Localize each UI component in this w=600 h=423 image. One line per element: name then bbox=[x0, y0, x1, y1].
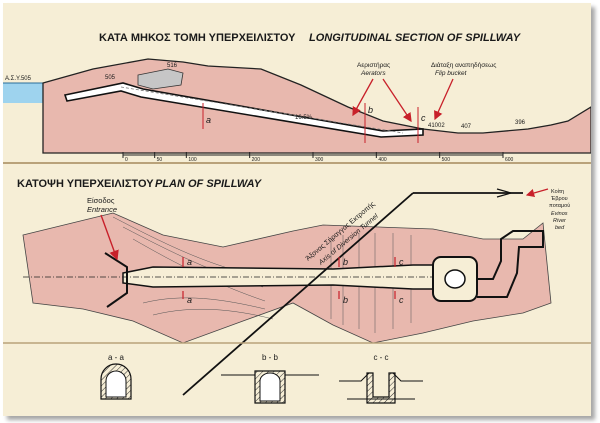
cross-section-bb-label: b - b bbox=[262, 353, 279, 362]
diversion-tunnel-axis bbox=[182, 192, 414, 396]
spillway-channel bbox=[63, 82, 424, 138]
aerators-label-english: Aerators bbox=[360, 70, 386, 77]
cross-section-aa bbox=[100, 363, 132, 400]
cut-mark-a: a bbox=[206, 115, 211, 125]
shaft-opening bbox=[444, 269, 466, 289]
scale-tick-label: 500 bbox=[442, 157, 451, 163]
scale-tick-label: 400 bbox=[378, 157, 387, 163]
level-label: Α.Σ.Υ.505 bbox=[5, 76, 32, 82]
scale-tick-label: 0 bbox=[125, 157, 128, 163]
cut-mark-b: b bbox=[368, 105, 373, 115]
river-label-english-2: River bbox=[553, 218, 567, 224]
reservoir-water bbox=[3, 83, 55, 103]
plan-title-greek: ΚΑΤΟΨΗ ΥΠΕΡΧΕΙΛΙΣΤΟΥ bbox=[17, 178, 154, 190]
aerators-label-greek: Αεριστήρας bbox=[357, 62, 390, 69]
cross-section-cc-label: c - c bbox=[373, 353, 388, 362]
elevation-407: 407 bbox=[461, 124, 472, 130]
spillway-drawing: ΚΑΤΑ ΜΗΚΟΣ ΤΟΜΗ ΥΠΕΡΧΕΙΛΙΣΤΟΥ LONGITUDIN… bbox=[3, 32, 591, 404]
scale-tick-label: 100 bbox=[188, 157, 197, 163]
cross-sections: a - a b - b c - c bbox=[100, 353, 423, 404]
elevation-41002: 41002 bbox=[428, 123, 445, 129]
drawing-sheet: ΚΑΤΑ ΜΗΚΟΣ ΤΟΜΗ ΥΠΕΡΧΕΙΛΙΣΤΟΥ LONGITUDIN… bbox=[3, 3, 591, 416]
plan-view: ΚΑΤΟΨΗ ΥΠΕΡΧΕΙΛΙΣΤΟΥ PLAN OF SPILLWAY bbox=[17, 178, 570, 396]
cross-section-cc bbox=[339, 372, 423, 404]
elevation-516: 516 bbox=[167, 63, 178, 69]
scale-tick-label: 200 bbox=[252, 157, 261, 163]
plan-title-english: PLAN OF SPILLWAY bbox=[155, 178, 263, 190]
plan-cut-a-lower: a bbox=[187, 295, 192, 305]
cross-section-bb bbox=[221, 370, 319, 404]
plan-cut-c-upper: c bbox=[399, 257, 404, 267]
river-label-english-3: bed bbox=[555, 225, 565, 231]
scale-tick-label: 600 bbox=[505, 157, 514, 163]
scale-tick-label: 50 bbox=[157, 157, 163, 163]
cut-mark-c: c bbox=[421, 113, 426, 123]
elevation-505: 505 bbox=[105, 75, 116, 81]
ground-profile bbox=[42, 58, 591, 154]
river-label-greek-1: Κοίτη bbox=[551, 189, 564, 195]
plan-cut-c-lower: c bbox=[399, 295, 404, 305]
flip-bucket-label-greek: Διάταξη αναπηδήσεως bbox=[431, 61, 496, 69]
river-label-english-1: Evinos bbox=[551, 211, 568, 217]
section-title-english: LONGITUDINAL SECTION OF SPILLWAY bbox=[309, 32, 522, 44]
river-label-greek-2: Έβρου bbox=[550, 196, 568, 202]
cross-section-aa-label: a - a bbox=[108, 353, 125, 362]
elevation-396: 396 bbox=[515, 120, 526, 126]
scale-tick-label: 300 bbox=[315, 157, 324, 163]
entrance-label-english: Entrance bbox=[87, 205, 117, 214]
longitudinal-section: ΚΑΤΑ ΜΗΚΟΣ ΤΟΜΗ ΥΠΕΡΧΕΙΛΙΣΤΟΥ LONGITUDIN… bbox=[3, 32, 591, 163]
plan-cut-b-lower: b bbox=[343, 295, 348, 305]
intake-structure bbox=[137, 68, 184, 90]
flip-bucket-label-english: Flip bucket bbox=[435, 70, 468, 77]
river-label-greek-3: ποταμού bbox=[549, 202, 570, 209]
section-title-greek: ΚΑΤΑ ΜΗΚΟΣ ΤΟΜΗ ΥΠΕΡΧΕΙΛΙΣΤΟΥ bbox=[99, 32, 296, 44]
entrance-label-greek: Είσοδος bbox=[87, 196, 115, 205]
plan-cut-b-upper: b bbox=[343, 257, 348, 267]
plan-cut-a-upper: a bbox=[187, 257, 192, 267]
slope-label: 16.5% bbox=[295, 115, 313, 121]
outlet-channel bbox=[477, 230, 544, 298]
